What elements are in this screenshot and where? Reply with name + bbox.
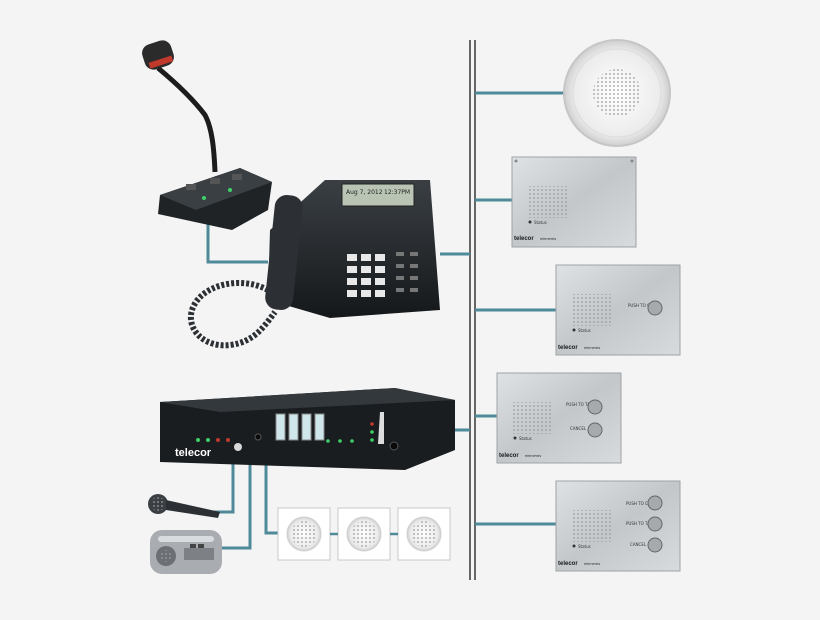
brand-logo: telecor bbox=[499, 453, 519, 459]
brand-subline: elements bbox=[525, 453, 541, 458]
push-to-call-label: PUSH TO CALL bbox=[628, 303, 658, 308]
phone-display-line1: Aug 7, 2012 bbox=[346, 189, 383, 196]
intercom-panel-icon[interactable]: Status telecor elements bbox=[511, 156, 637, 248]
brand-logo: telecor bbox=[558, 561, 578, 567]
phone-keypad bbox=[347, 254, 385, 297]
connection-wires bbox=[206, 91, 565, 550]
desk-microphone-icon[interactable] bbox=[140, 38, 272, 230]
telephone-icon[interactable]: Aug 7, 2012 12:37PM bbox=[187, 180, 440, 349]
input-modules bbox=[275, 413, 325, 441]
ceiling-speaker-row bbox=[277, 507, 451, 561]
call-button-icon[interactable] bbox=[587, 399, 603, 415]
push-to-call-label: PUSH TO CALL bbox=[626, 501, 656, 506]
intercom-panel-icon[interactable]: PUSH TO CALL PUSH TO TALK CANCEL Status … bbox=[555, 480, 681, 572]
brand-subline: elements bbox=[584, 561, 600, 566]
cancel-label: CANCEL bbox=[630, 542, 647, 547]
amp-knob[interactable] bbox=[234, 443, 242, 451]
ceiling-speaker-icon[interactable] bbox=[397, 507, 451, 561]
ceiling-speaker-icon[interactable] bbox=[277, 507, 331, 561]
radio-icon[interactable] bbox=[150, 530, 222, 574]
push-to-talk-label: PUSH TO TALK bbox=[566, 402, 595, 407]
handheld-microphone-icon[interactable] bbox=[148, 494, 220, 518]
phone-display-line2: 12:37PM bbox=[384, 189, 410, 196]
backbone-cable bbox=[469, 40, 476, 580]
push-to-talk-label: PUSH TO TALK bbox=[626, 521, 655, 526]
call-button-icon[interactable] bbox=[587, 422, 603, 438]
status-label: Status bbox=[578, 544, 591, 549]
status-label: Status bbox=[578, 328, 591, 333]
brand-logo: telecor bbox=[558, 345, 578, 351]
call-button-icon[interactable] bbox=[647, 300, 663, 316]
brand-subline: elements bbox=[584, 345, 600, 350]
ceiling-speaker-icon[interactable] bbox=[337, 507, 391, 561]
call-button-icon[interactable] bbox=[647, 516, 663, 532]
call-button-icon[interactable] bbox=[647, 495, 663, 511]
cancel-label: CANCEL bbox=[570, 426, 587, 431]
call-button-icon[interactable] bbox=[647, 537, 663, 553]
brand-logo: telecor bbox=[514, 236, 534, 242]
status-label: Status bbox=[534, 220, 547, 225]
amplifier-icon[interactable]: telecor bbox=[160, 388, 455, 470]
led-column bbox=[196, 438, 230, 442]
brand-logo-amplifier: telecor bbox=[175, 447, 212, 459]
brand-subline: elements bbox=[540, 236, 556, 241]
intercom-panel-icon[interactable]: PUSH TO CALL Status telecor elements bbox=[555, 264, 681, 356]
intercom-panel-icon[interactable]: PUSH TO TALK CANCEL Status telecor eleme… bbox=[496, 372, 622, 464]
ceiling-speaker-icon[interactable] bbox=[563, 39, 671, 147]
status-label: Status bbox=[519, 436, 532, 441]
